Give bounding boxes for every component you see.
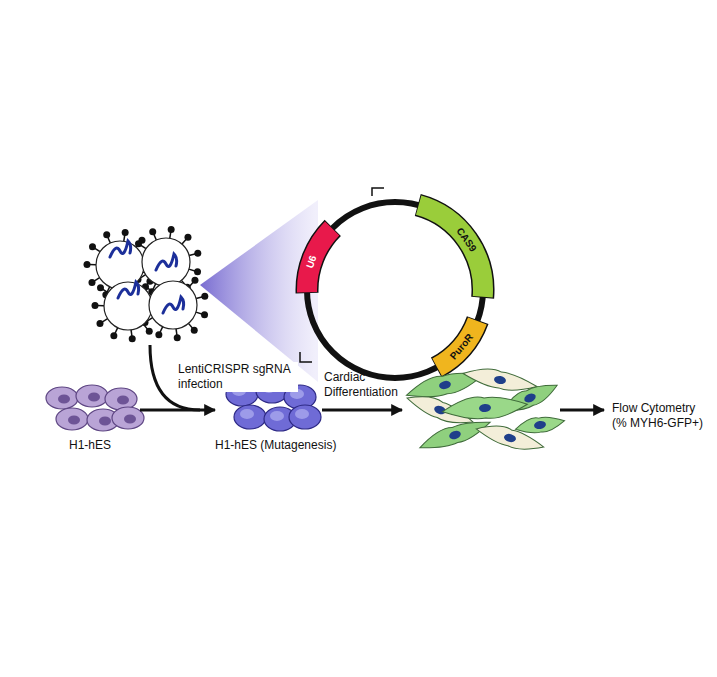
plasmid (300, 188, 483, 378)
virus-knob (146, 328, 153, 335)
stem-cell (105, 388, 137, 410)
virus-knob (168, 226, 175, 233)
cell-nucleus (117, 396, 129, 405)
virus-knob (89, 243, 96, 250)
virus-knob (96, 320, 103, 327)
puror-gene-outline (436, 320, 477, 368)
mutant-cell (234, 405, 266, 429)
virus-knob (122, 229, 129, 236)
stem-cell (56, 408, 88, 430)
cardiomyocyte-body (442, 393, 529, 423)
virus-knob (201, 311, 208, 318)
plasmid-backbone (307, 202, 483, 378)
mutant-cell (289, 405, 321, 429)
virus-knob (135, 240, 142, 247)
process-arrow (140, 409, 215, 412)
virus-knob (103, 231, 110, 238)
cardiomyocyte (514, 413, 566, 437)
process-arrow (560, 409, 604, 412)
cell-nucleus (523, 392, 537, 404)
virus-knob (194, 268, 201, 275)
virus-knob (92, 302, 99, 309)
cardiomyocyte (417, 413, 494, 456)
rna-genome (156, 254, 177, 270)
cell-label: H1-hES (Mutagenesis) (215, 438, 325, 452)
cell-highlight (295, 409, 309, 419)
virus-knob (129, 335, 136, 342)
cell-nucleus (88, 393, 100, 402)
edge-label: LentiCRISPR sgRNA infection (176, 362, 298, 392)
virus-knob (194, 250, 201, 257)
site-bracket (300, 352, 312, 362)
step-label: Cardiac Differentiation (324, 370, 414, 400)
virus-particle (104, 282, 152, 330)
cell-groups (46, 364, 566, 456)
cell-nucleus (99, 417, 111, 426)
cardiomyocyte (474, 420, 546, 456)
cell-highlight (270, 411, 284, 421)
cell-label: H1-hES (40, 438, 140, 452)
virus-knob (201, 293, 208, 300)
cas9-gene-outline (418, 205, 483, 298)
stem-cell (46, 387, 78, 409)
cell-nucleus (124, 415, 136, 424)
stem-cell (112, 407, 144, 429)
cell-nucleus (493, 375, 506, 385)
cardiomyocyte-body (474, 420, 546, 456)
virus-knob (191, 327, 198, 334)
cell-nucleus (438, 380, 452, 391)
gene-label: CAS9 (453, 225, 479, 254)
virus-knob (149, 228, 156, 235)
virus-particle (149, 281, 197, 329)
cardiomyocyte-body (514, 413, 566, 437)
cell-nucleus (58, 395, 70, 404)
cell-nucleus (503, 433, 517, 444)
cell-highlight (240, 409, 254, 419)
virus-knob (84, 261, 91, 268)
virus-knob (110, 332, 117, 339)
virus-knob (88, 279, 95, 286)
process-arrow (322, 409, 402, 412)
virus-knob (174, 334, 181, 341)
virus-particle (142, 238, 190, 286)
stem-cell (76, 385, 108, 407)
rna-genome (110, 241, 131, 257)
puror-gene (437, 321, 477, 367)
lentivirus-cluster (84, 226, 209, 342)
virus-knob (184, 234, 191, 241)
step-label: Flow Cytometry (% MYH6-GFP+) (612, 401, 712, 431)
cell-nucleus (533, 420, 546, 430)
cell-nucleus (448, 429, 462, 441)
rna-genome (118, 282, 139, 298)
rna-genome (163, 297, 184, 313)
gene-label: PuroR (448, 331, 477, 362)
cell-group: H1-hES (40, 382, 140, 452)
gene-label: U6 (304, 254, 320, 270)
cell-nucleus (479, 403, 492, 412)
virus-knob (155, 331, 162, 338)
cell-nucleus (68, 416, 80, 425)
site-bracket (372, 188, 384, 196)
virus-knob (97, 284, 104, 291)
virus-knob (191, 277, 198, 284)
cas9-gene (419, 205, 483, 297)
cardiomyocyte-body (417, 413, 494, 456)
cardiomyocyte (442, 393, 529, 423)
